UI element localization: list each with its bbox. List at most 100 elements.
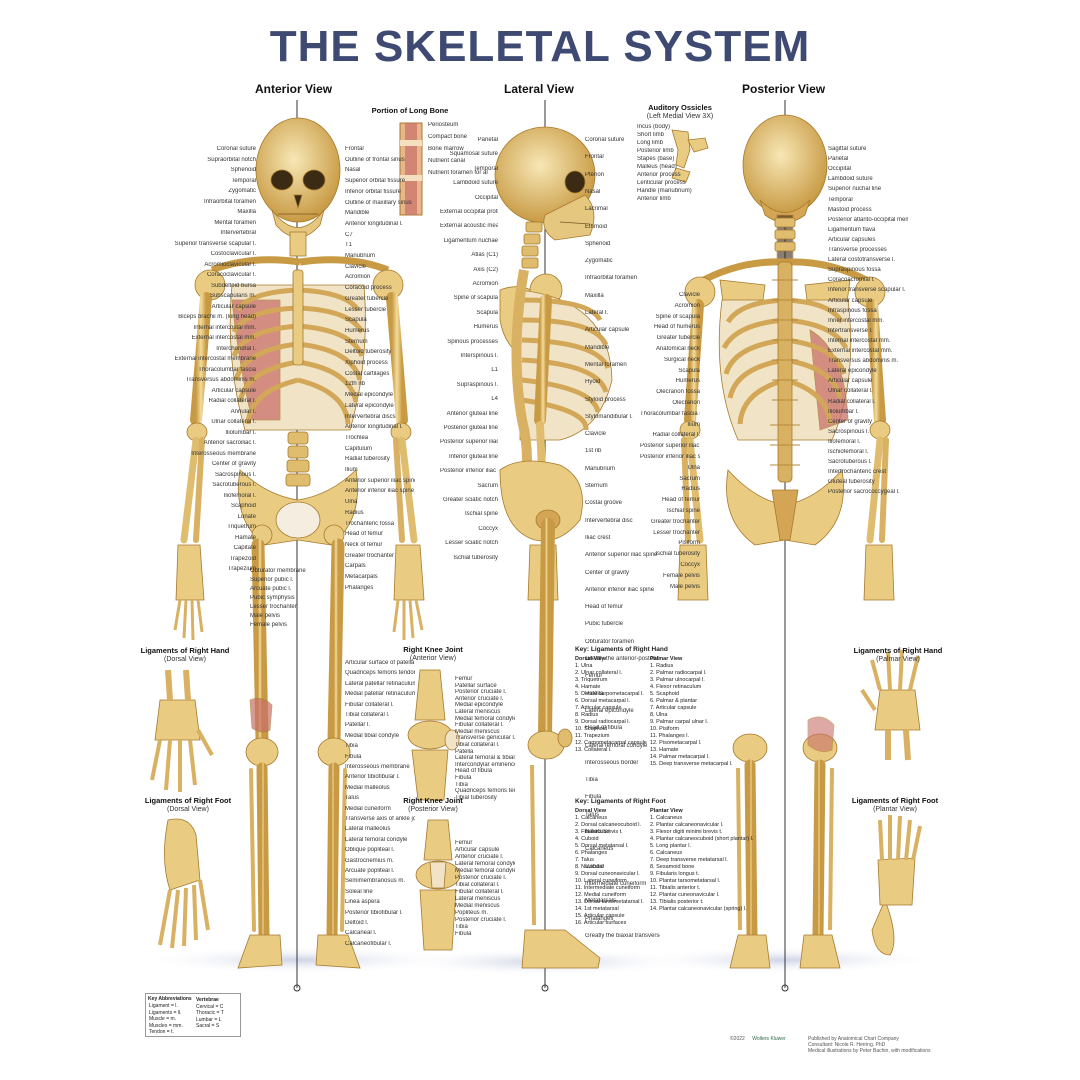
label-posterior-right: Inner intercostal mm. (828, 317, 885, 324)
label-ossicles: Anterior limb (637, 196, 671, 202)
label-pelvis: Male pelvis (250, 613, 281, 619)
label-pelvis: Lesser trochanter (250, 604, 297, 610)
label-knee-posterior: Posterior cruciate l. (455, 875, 507, 881)
copyright: ©2022 (730, 1036, 745, 1042)
label-posterior-right: Internal intercostal mm. (828, 337, 891, 344)
label-legs: Fibula (345, 753, 362, 760)
label-anterior-left: Annular l. (230, 408, 256, 415)
label-posterior-right: Transverse processes (828, 247, 887, 253)
label-anterior-right: Phalanges (345, 584, 374, 591)
label-anterior-left: External intercostal membrane (174, 356, 256, 362)
key-hand-dorsal-item: 8. Radius (575, 712, 599, 718)
label-knee-anterior: Fibula (455, 775, 472, 781)
label-knee-anterior: Medial femoral condyle (455, 715, 515, 722)
label-ossicles: Long limb (637, 140, 664, 146)
label-legs: Arcuate popliteal l. (345, 868, 395, 874)
label-long-bone: Nutrient foramen for artery and vein (428, 170, 488, 176)
label-lateral-right: Articular capsule (585, 327, 630, 334)
label-anterior-right: Anterior inferior iliac spine (345, 488, 415, 495)
label-lateral-right: Head of fibula (585, 725, 623, 732)
hand-palmar-title: Ligaments of Right Hand (853, 646, 943, 655)
label-posterior-right: Parietal (828, 156, 849, 163)
label-lateral-left: Parietal (477, 137, 498, 143)
label-lateral-left: Inferior gluteal line (448, 453, 498, 460)
key-hand-dorsal-item: 4. Hamate (575, 684, 601, 690)
label-legs: Calcaneofibular l. (345, 940, 392, 947)
label-knee-posterior: Femur (455, 840, 473, 846)
label-posterior-left: Head of humerus (653, 324, 700, 331)
label-ossicles: Incus (body) (637, 124, 671, 130)
label-posterior-right: Supraspinous fossa (828, 267, 881, 274)
brand-logo: Wolters Kluwer (752, 1036, 786, 1042)
label-posterior-left: Posterior superior iliac spine (640, 443, 700, 450)
label-lateral-left: Anterior gluteal line (446, 410, 498, 417)
hand-palmar-inset (860, 649, 921, 761)
posterior-skeleton (677, 114, 895, 969)
publisher: Published by Anatomical Chart Company (808, 1036, 899, 1042)
label-anterior-right: Clavicle (345, 263, 367, 270)
key-foot-dorsal-item: 16. Articular surfaces (575, 920, 627, 926)
label-lateral-right: Pterion (585, 171, 605, 178)
label-long-bone: Periosteum (428, 122, 459, 128)
label-lateral-left: Ischial spine (464, 511, 498, 518)
label-posterior-right: Articular capsule (828, 378, 873, 385)
label-lateral-right: Clavicle (585, 431, 607, 438)
key-foot-plantar-item: 9. Fibularis longus t. (650, 871, 700, 877)
label-lateral-left: Occipital (474, 194, 498, 201)
footer-credits: Published by Anatomical Chart Company Co… (808, 1036, 931, 1054)
key-foot-dorsal-item: 1. Calcaneus (575, 815, 608, 821)
label-legs: Medial malleolus (345, 784, 390, 791)
label-knee-anterior: Tibial tuberosity (455, 794, 497, 801)
label-posterior-right: Articular capsules (828, 236, 876, 243)
key-hand-palmar-item: 5. Scaphoid (650, 691, 680, 697)
label-anterior-right: Lesser tubercle (345, 306, 387, 313)
label-legs: Calcaneal l. (345, 930, 377, 937)
label-anterior-right: Metacarpals (345, 574, 378, 580)
label-legs: Tibial collateral l. (345, 712, 390, 718)
label-lateral-left: Spinous processes (447, 338, 498, 345)
foot-dorsal-inset (158, 818, 210, 949)
label-lateral-left: Ligamentum nuchae (443, 237, 498, 244)
label-lateral-left: L4 (491, 396, 498, 403)
label-posterior-left: Acromion (674, 302, 700, 309)
abbreviation-item: Muscle = m. (149, 1016, 177, 1022)
label-lateral-left: Coccyx (478, 525, 498, 532)
key-hand-palmar-item: 13. Hamate (650, 747, 679, 753)
key-hand-palmar-item: 12. Pisometacarpal l. (650, 740, 702, 746)
label-lateral-right: Patella (585, 690, 604, 697)
label-lateral-right: Talus (585, 811, 600, 818)
key-hand-dorsal-item: 9. Dorsal radiocarpal l. (575, 719, 631, 725)
label-anterior-left: Superior transverse scapular l. (174, 240, 256, 247)
label-ossicles: Stapes (base) (637, 156, 675, 162)
label-anterior-left: Articular capsule (211, 387, 256, 394)
label-knee-posterior: Posterior cruciate l. (455, 917, 507, 923)
knee-anterior-inset (407, 669, 460, 801)
label-legs: Semimembranosus m. (345, 878, 406, 885)
abbreviation-item: Tendon = t. (149, 1029, 174, 1035)
label-lateral-left: Sacrum (477, 482, 498, 489)
label-lateral-right: Lateral epicondyle (585, 707, 634, 714)
key-abbreviations: Key Abbreviations Ligament = l.Ligaments… (145, 993, 241, 1037)
label-anterior-left: Internal intercostal mm. (193, 324, 256, 331)
label-posterior-right: Posterior sacrococcygeal l. (828, 489, 900, 496)
label-lateral-right: Ethmoid (585, 223, 608, 230)
label-posterior-right: Lateral epicondyle (828, 368, 877, 375)
label-pelvis: Obturator membrane (250, 568, 306, 574)
key-foot-dorsal-item: 7. Talus (575, 857, 594, 863)
label-ossicles: Malleus (head) (637, 164, 677, 170)
label-anterior-right: Capitulum (345, 445, 373, 452)
label-posterior-left: Greater tubercle (656, 335, 700, 342)
label-anterior-right: Intervertebral discs (345, 413, 396, 420)
label-ossicles: Short limb (637, 132, 665, 138)
label-long-bone: Bone marrow (428, 146, 464, 152)
label-legs: Soleal line (345, 888, 373, 895)
label-posterior-left: Coccyx (680, 562, 700, 568)
label-anterior-left: Mental foramen (214, 219, 256, 226)
label-anterior-right: Coracoid process (345, 285, 392, 292)
label-posterior-right: Transversus abdominis m. (828, 358, 899, 365)
label-knee-anterior: Intercondylar eminence (455, 761, 515, 768)
page-title: THE SKELETAL SYSTEM (269, 22, 811, 71)
label-knee-anterior: Patella (455, 748, 474, 755)
label-lateral-left: Greater sciatic notch (442, 497, 498, 503)
label-posterior-left: Radial collateral l. (652, 432, 700, 439)
